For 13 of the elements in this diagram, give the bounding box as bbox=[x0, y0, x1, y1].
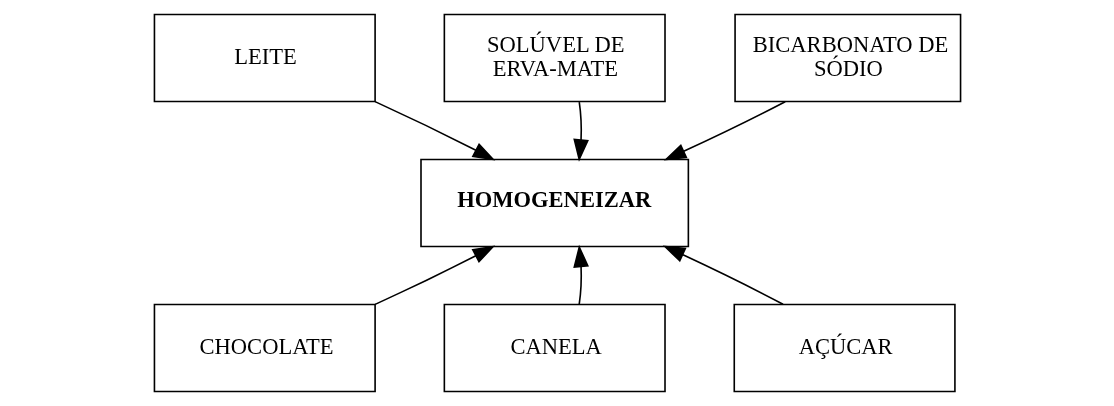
arrow bbox=[662, 245, 784, 306]
node-box: CANELA bbox=[443, 303, 666, 393]
node-box: CHOCOLATE bbox=[153, 303, 376, 393]
node-box: BICARBONATO DE SÓDIO bbox=[733, 13, 961, 103]
arrow bbox=[373, 245, 495, 306]
node-box: LEITE bbox=[153, 13, 376, 103]
arrow bbox=[572, 244, 589, 306]
node-box: AÇÚCAR bbox=[732, 303, 956, 393]
node-box: HOMOGENEIZAR bbox=[419, 158, 689, 248]
node-box: SOLÚVEL DE ERVA-MATE bbox=[443, 13, 666, 103]
arrow bbox=[373, 100, 495, 161]
arrow bbox=[572, 101, 589, 162]
arrow bbox=[663, 101, 786, 161]
